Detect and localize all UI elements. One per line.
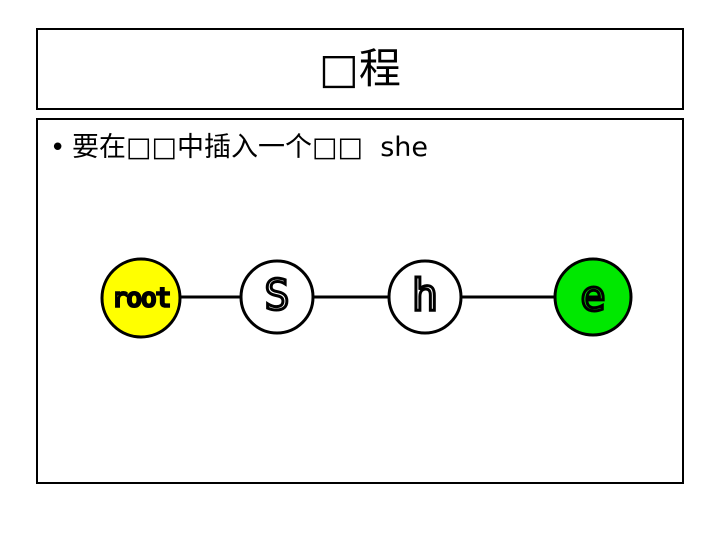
node-e[interactable]: e (553, 257, 633, 337)
bullet-marker-icon: • (50, 133, 66, 163)
node-s[interactable]: S (239, 259, 315, 335)
bullet-list-item: • 要在□□中插入一个□□ she (50, 132, 670, 163)
node-h-label: h (412, 270, 439, 321)
node-root[interactable]: root (100, 257, 182, 339)
node-e-circle (553, 257, 633, 337)
page-title: □程 (319, 44, 401, 93)
node-e-label: e (580, 272, 605, 321)
linked-list-diagram: root S h e (38, 120, 682, 482)
node-h[interactable]: h (387, 259, 463, 335)
node-s-circle (239, 259, 315, 335)
node-h-circle (387, 259, 463, 335)
node-root-circle (100, 257, 182, 339)
content-placeholder[interactable]: • 要在□□中插入一个□□ she root S (36, 118, 684, 484)
node-root-label: root (112, 284, 171, 314)
title-placeholder[interactable]: □程 (36, 28, 684, 110)
node-s-label: S (264, 271, 289, 320)
bullet-item-text: 要在□□中插入一个□□ she (72, 132, 428, 163)
